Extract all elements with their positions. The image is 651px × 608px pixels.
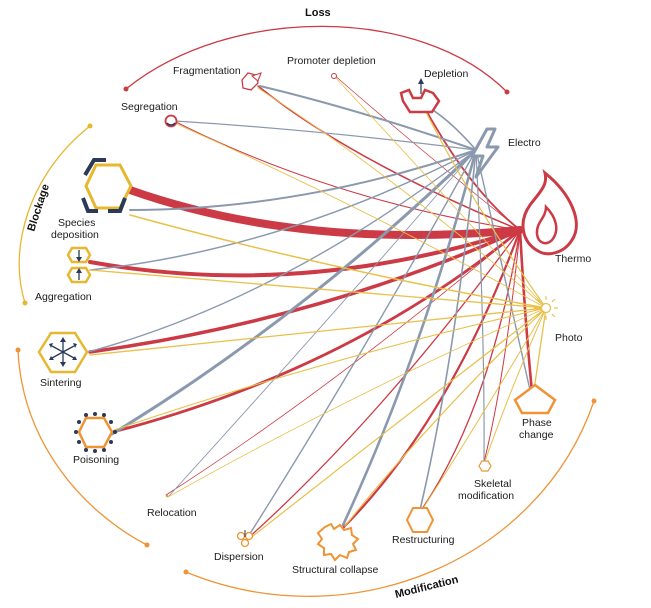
- category-arcs: [15, 25, 597, 597]
- flame-icon: [521, 169, 578, 256]
- aggregation-icon: [66, 246, 92, 284]
- lightning-icon: [470, 127, 500, 179]
- poisoning-icon: [74, 412, 117, 453]
- link-electro-segregation: [174, 120, 477, 151]
- link-photo-promoter: [333, 75, 547, 309]
- label-dispersion: Dispersion: [214, 551, 264, 563]
- link-thermo-relocation: [165, 229, 521, 496]
- category-modification-label: Modification: [394, 574, 460, 601]
- label-promoter-depletion: Promoter depletion: [287, 55, 376, 67]
- loss-arc-end-right: [504, 89, 510, 95]
- label-photo: Photo: [555, 332, 583, 344]
- label-electro: Electro: [508, 137, 541, 149]
- link-electro-restructuring: [419, 149, 477, 511]
- label-skeletal-modification-2: modification: [458, 490, 514, 502]
- structural-collapse-icon: [316, 522, 360, 562]
- link-electro-fragmentation: [259, 85, 477, 151]
- label-phase-change-2: change: [519, 429, 554, 441]
- label-segregation: Segregation: [121, 101, 178, 113]
- link-photo-species: [129, 214, 547, 309]
- blockage-arc-end-top: [87, 123, 93, 129]
- link-photo-poisoning: [113, 307, 547, 431]
- link-electro-poisoning: [110, 148, 478, 436]
- label-poisoning: Poisoning: [73, 454, 119, 466]
- link-electro-depletion: [427, 106, 477, 151]
- link-thermo-skeletal: [482, 229, 521, 467]
- link-thermo-species-deposition: [126, 186, 524, 239]
- modification-arc-end-right: [591, 398, 597, 404]
- link-thermo-poisoning: [111, 228, 522, 434]
- label-aggregation: Aggregation: [35, 291, 92, 303]
- label-relocation: Relocation: [147, 507, 197, 519]
- link-photo-skeletal: [483, 307, 547, 465]
- link-electro-collapse: [341, 148, 478, 527]
- fragmentation-icon: [241, 72, 262, 91]
- blockage-arc-end-bottom: [22, 300, 28, 306]
- sintering-arc-end-bottom: [144, 542, 150, 548]
- link-photo-sintering: [89, 307, 547, 356]
- modification-arc-end-left: [183, 569, 189, 575]
- label-fragmentation: Fragmentation: [173, 65, 241, 77]
- link-thermo-restructuring: [419, 229, 521, 513]
- link-electro-sintering: [87, 149, 477, 353]
- link-photo-segregation: [171, 121, 547, 309]
- category-loss-label: Loss: [305, 7, 331, 19]
- link-photo-relocation: [167, 307, 547, 498]
- label-depletion: Depletion: [424, 68, 469, 80]
- modification-arc: [185, 400, 595, 597]
- label-skeletal-modification-1: Skeletal: [474, 478, 511, 490]
- relocation-icon: [165, 494, 169, 498]
- phase-change-icon: [513, 383, 557, 415]
- connections: [87, 73, 547, 541]
- link-electro-dispersion: [245, 149, 477, 541]
- label-species-deposition-2: deposition: [51, 229, 99, 241]
- sintering-icon: [37, 331, 89, 374]
- link-photo-depletion: [425, 111, 547, 309]
- label-restructuring: Restructuring: [392, 534, 455, 546]
- link-electro-aggregation: [89, 149, 477, 271]
- dispersion-icon: [236, 530, 254, 548]
- skeletal-modification-icon: [478, 460, 492, 472]
- link-thermo-dispersion: [245, 229, 521, 541]
- link-thermo-collapse: [341, 228, 522, 530]
- link-electro-phase: [475, 149, 531, 391]
- loss-arc-end-left: [123, 86, 129, 92]
- link-photo-dispersion: [247, 307, 547, 541]
- label-thermo: Thermo: [555, 253, 591, 265]
- promoter-depletion-icon: [331, 73, 337, 79]
- link-photo-fragmentation: [257, 87, 547, 309]
- label-structural-collapse: Structural collapse: [292, 564, 379, 576]
- link-photo-restructuring: [421, 307, 547, 511]
- label-species-deposition-1: Species: [58, 217, 95, 229]
- species-deposition-icon: [81, 158, 133, 213]
- link-electro-species: [129, 149, 477, 211]
- link-thermo-phase: [518, 228, 534, 394]
- loss-arc: [125, 25, 508, 93]
- label-phase-change-1: Phase: [522, 417, 552, 429]
- link-photo-collapse: [344, 307, 547, 527]
- sintering-arc-end-top: [15, 347, 21, 353]
- link-photo-phase: [533, 307, 547, 391]
- sun-icon: [534, 296, 558, 320]
- link-thermo-aggregation: [88, 228, 522, 278]
- sintering-arc: [17, 349, 148, 546]
- link-thermo-depletion: [425, 109, 521, 231]
- depletion-icon: [399, 78, 441, 114]
- link-photo-aggregation: [89, 269, 547, 309]
- restructuring-icon: [405, 507, 435, 533]
- blockage-arc: [18, 125, 91, 304]
- segregation-icon: [164, 114, 178, 128]
- link-thermo-promoter: [332, 73, 521, 231]
- label-sintering: Sintering: [40, 377, 82, 389]
- link-electro-relocation: [167, 149, 477, 498]
